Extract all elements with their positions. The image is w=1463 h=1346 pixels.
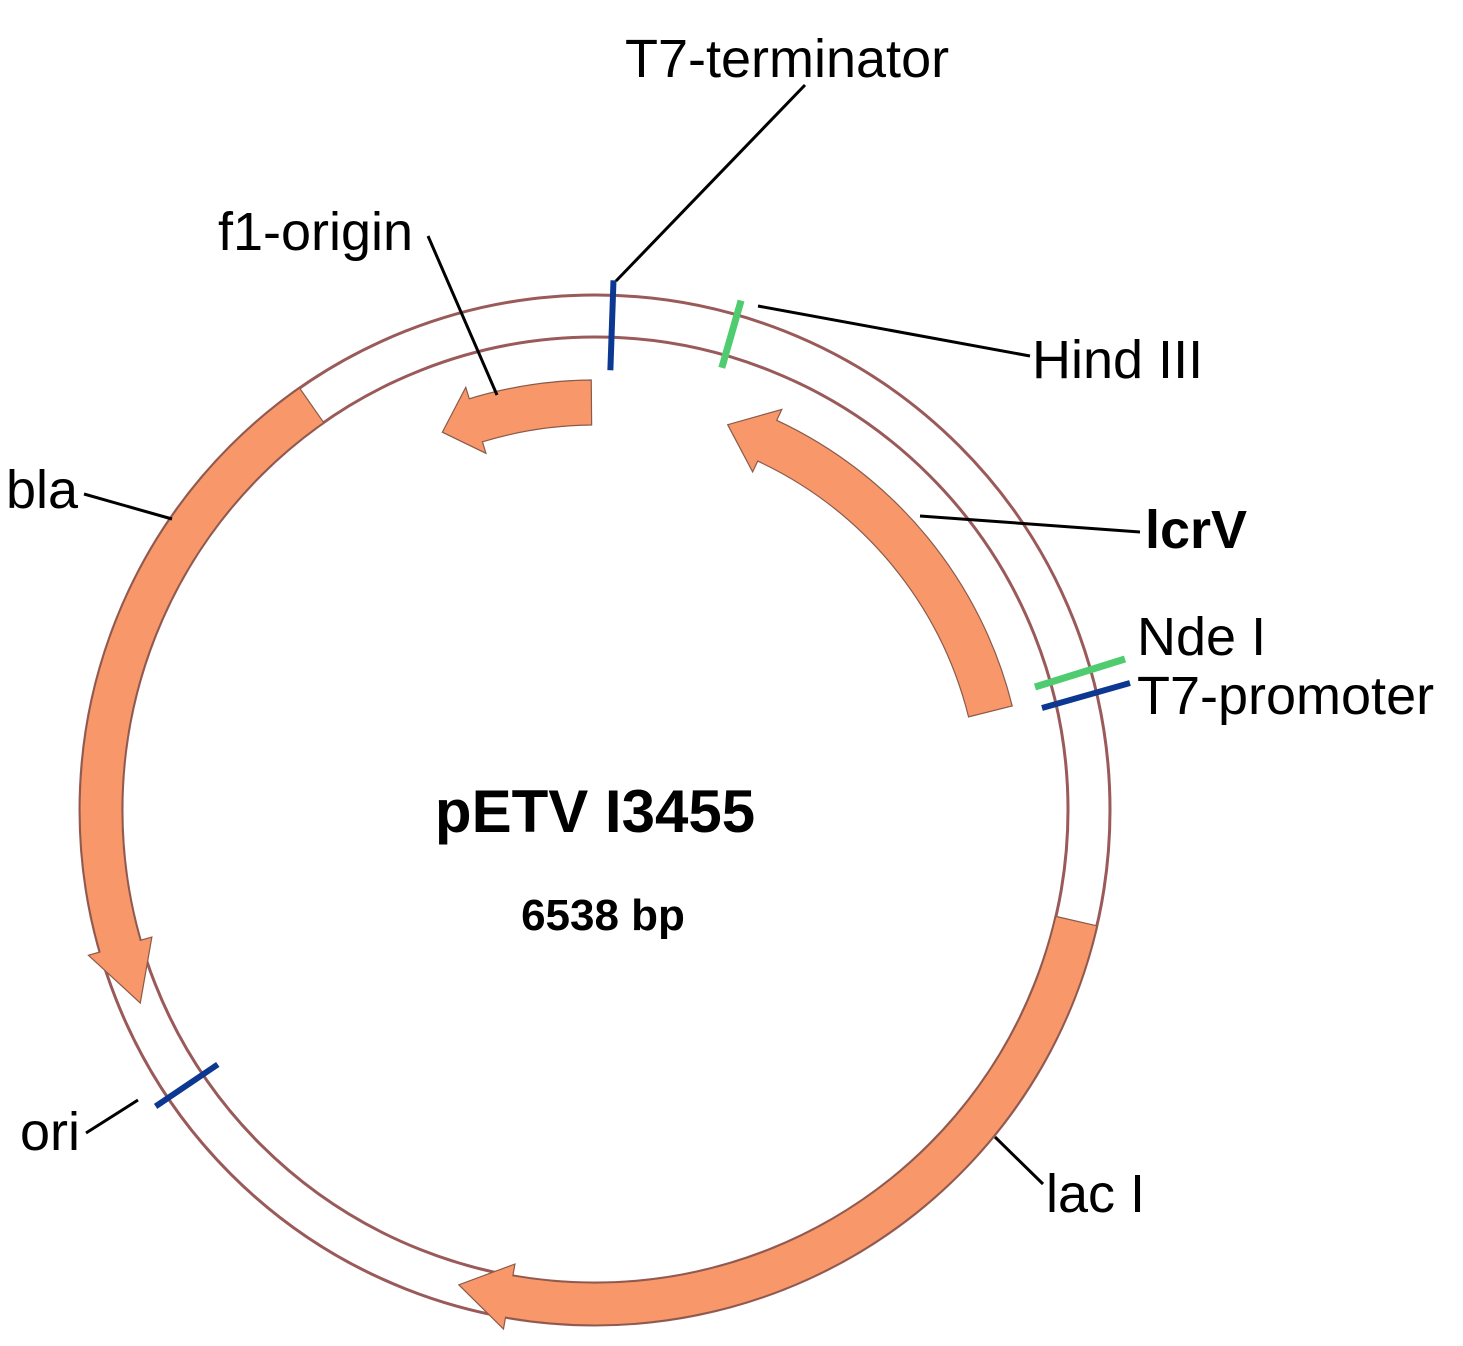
site-nde-i-tick — [1033, 655, 1127, 691]
label-nde-i: Nde I — [1137, 607, 1266, 667]
site-ori-tick — [153, 1061, 220, 1109]
label-f1-origin: f1-origin — [218, 202, 413, 262]
plasmid-size: 6538 bp — [521, 891, 685, 940]
label-ori: ori — [20, 1102, 80, 1162]
leader-t7-terminator — [614, 83, 807, 283]
label-lac-i: lac I — [1046, 1164, 1145, 1224]
feature-f1-origin — [441, 379, 593, 455]
leader-hind-iii — [757, 304, 1031, 358]
site-t7-terminator-tick — [607, 280, 617, 371]
leader-bla — [83, 492, 173, 521]
site-hind-iii-tick — [718, 299, 745, 369]
leader-f1-origin — [426, 235, 499, 396]
leader-lcrv — [919, 514, 1141, 534]
plasmid-name: pETV I3455 — [435, 778, 755, 845]
label-t7-promoter: T7-promoter — [1137, 666, 1434, 726]
label-bla: bla — [6, 460, 79, 520]
site-t7-promoter-tick — [1041, 680, 1131, 711]
feature-lac-i — [457, 915, 1098, 1331]
feature-lcrv — [726, 408, 1013, 718]
leader-lac-i — [993, 1135, 1045, 1186]
label-lcrv: lcrV — [1145, 500, 1247, 560]
feature-bla — [79, 387, 325, 1005]
label-hind-iii: Hind III — [1032, 330, 1203, 390]
label-t7-terminator: T7-terminator — [625, 29, 949, 89]
leader-ori — [85, 1098, 139, 1135]
